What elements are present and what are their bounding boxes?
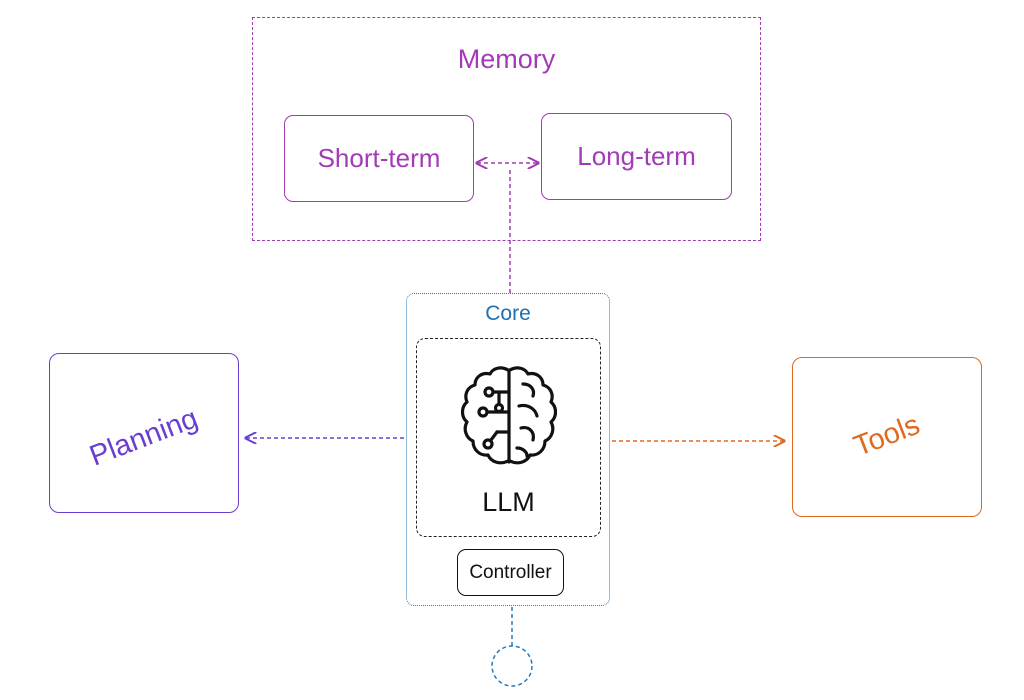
tools-box: Tools (792, 357, 982, 517)
core-title: Core (485, 302, 531, 325)
memory-group: Memory (252, 17, 761, 241)
llm-label: LLM (482, 487, 535, 517)
short-term-box: Short-term (284, 115, 474, 202)
long-term-label: Long-term (577, 141, 696, 171)
controller-box: Controller (457, 549, 564, 596)
brain-icon (461, 366, 557, 465)
memory-title: Memory (457, 44, 556, 74)
tools-label: Tools (849, 408, 925, 463)
controller-label: Controller (469, 561, 552, 583)
planning-box: Planning (49, 353, 239, 513)
dashed-circle-icon (491, 645, 533, 687)
planning-label: Planning (85, 402, 203, 473)
llm-box: LLM (416, 338, 601, 537)
short-term-label: Short-term (317, 143, 441, 173)
core-group: Core (406, 293, 610, 606)
long-term-box: Long-term (541, 113, 732, 200)
